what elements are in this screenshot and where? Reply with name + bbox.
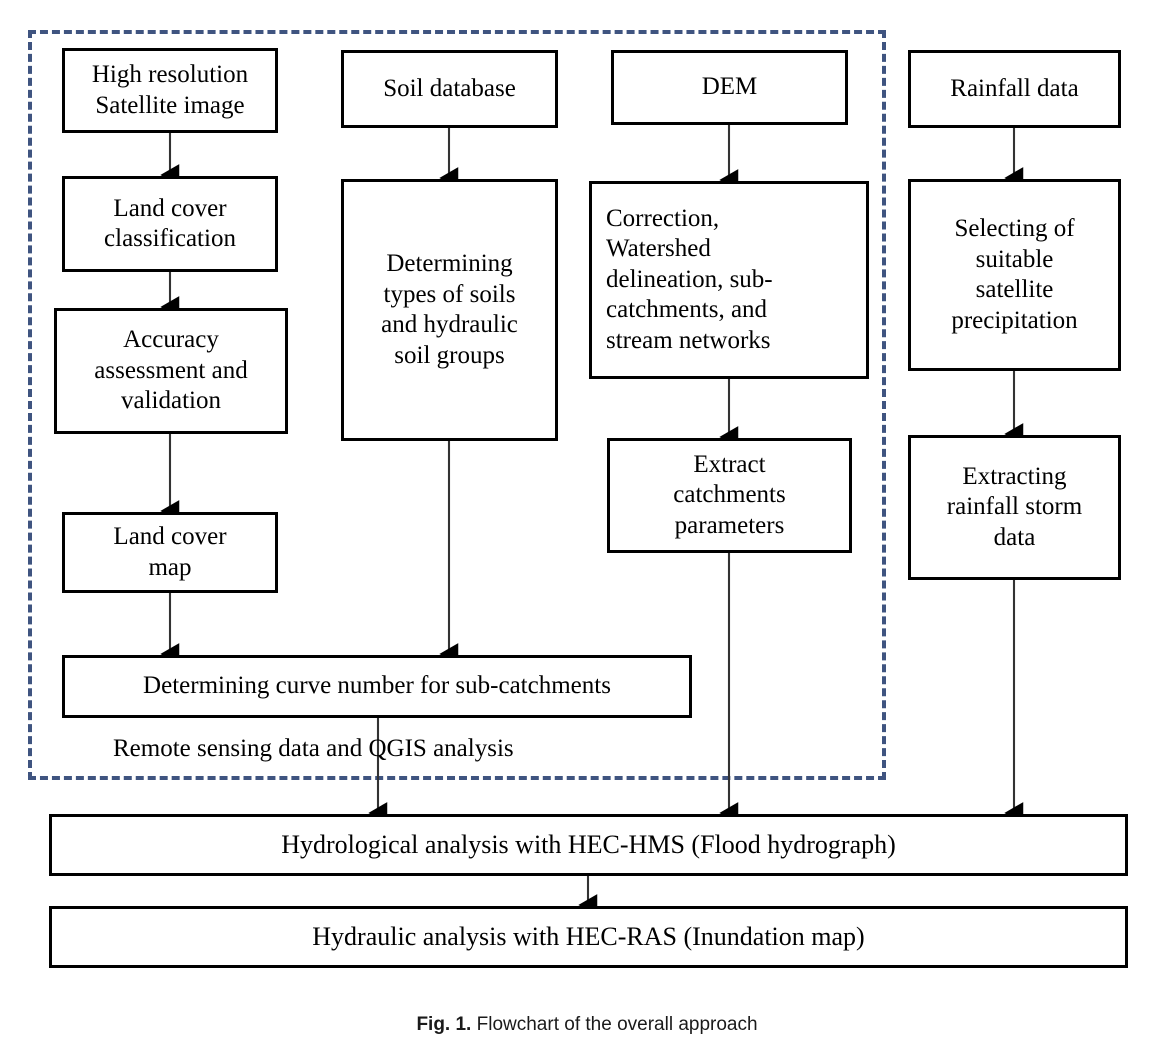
node-label: Hydrological analysis with HEC-HMS (Floo… bbox=[281, 830, 896, 860]
node-label: Land cover map bbox=[113, 523, 227, 581]
node-label: Extracting rainfall storm data bbox=[946, 462, 1083, 551]
node-label: Hydraulic analysis with HEC-RAS (Inundat… bbox=[312, 922, 865, 952]
node-label: DEM bbox=[701, 73, 758, 101]
node-land-cover-classification[interactable]: Land cover classification bbox=[62, 176, 278, 272]
figure-caption-text: Flowchart of the overall approach bbox=[476, 1014, 758, 1035]
node-high-resolution-satellite-image[interactable]: High resolution Satellite image bbox=[62, 48, 278, 133]
node-hydrological-analysis-hec-hms[interactable]: Hydrological analysis with HEC-HMS (Floo… bbox=[49, 814, 1128, 876]
node-label: Land cover classification bbox=[104, 194, 236, 253]
node-extracting-rainfall-storm-data[interactable]: Extracting rainfall storm data bbox=[908, 435, 1121, 580]
node-accuracy-assessment-and-validation[interactable]: Accuracy assessment and validation bbox=[54, 308, 288, 434]
node-hydraulic-analysis-hec-ras[interactable]: Hydraulic analysis with HEC-RAS (Inundat… bbox=[49, 906, 1128, 968]
node-label: Determining curve number for sub-catchme… bbox=[143, 672, 611, 700]
node-label: Extract catchments parameters bbox=[673, 450, 786, 539]
node-label: Rainfall data bbox=[950, 74, 1079, 102]
node-label: High resolution Satellite image bbox=[91, 61, 249, 119]
node-selecting-suitable-satellite-precipitation[interactable]: Selecting of suitable satellite precipit… bbox=[908, 179, 1121, 371]
group-label-remote-sensing: Remote sensing data and QGIS analysis bbox=[113, 735, 514, 762]
node-label: Accuracy assessment and validation bbox=[94, 326, 248, 415]
node-label: Selecting of suitable satellite precipit… bbox=[951, 215, 1078, 334]
node-label: Correction, Watershed delineation, sub- … bbox=[606, 204, 773, 354]
node-label: Determining types of soils and hydraulic… bbox=[381, 250, 518, 369]
node-dem[interactable]: DEM bbox=[611, 50, 848, 125]
node-soil-database[interactable]: Soil database bbox=[341, 50, 558, 128]
figure-caption: Fig. 1. Flowchart of the overall approac… bbox=[0, 1014, 1174, 1036]
node-label: Soil database bbox=[383, 74, 516, 102]
node-determining-types-of-soils[interactable]: Determining types of soils and hydraulic… bbox=[341, 179, 558, 441]
node-correction-watershed-delineation[interactable]: Correction, Watershed delineation, sub- … bbox=[589, 181, 869, 379]
node-extract-catchments-parameters[interactable]: Extract catchments parameters bbox=[607, 438, 852, 553]
node-determining-curve-number[interactable]: Determining curve number for sub-catchme… bbox=[62, 655, 692, 718]
node-land-cover-map[interactable]: Land cover map bbox=[62, 512, 278, 593]
figure-caption-label: Fig. 1. bbox=[416, 1014, 472, 1035]
node-rainfall-data[interactable]: Rainfall data bbox=[908, 50, 1121, 128]
